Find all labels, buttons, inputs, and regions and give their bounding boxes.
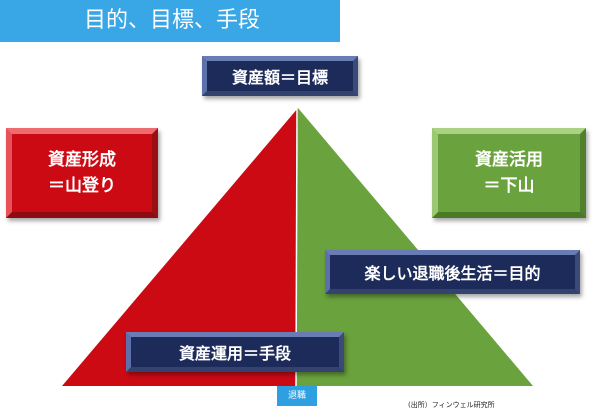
- asset-building-line1: 資産形成: [48, 150, 116, 170]
- asset-building-box: 資産形成 ＝山登り: [6, 128, 158, 218]
- source-note: (出所）フィンウェル研究所: [408, 401, 495, 409]
- asset-drawdown-line2: ＝下山: [483, 176, 535, 196]
- ascent-triangle: [62, 108, 298, 386]
- means-box: 資産運用＝手段: [126, 332, 344, 372]
- asset-drawdown-line1: 資産活用: [475, 150, 543, 170]
- goal-amount-label: 資産額＝目標: [231, 68, 328, 87]
- purpose-box: 楽しい退職後生活＝目的: [325, 250, 580, 294]
- page-title: 目的、目標、手段: [84, 8, 261, 33]
- asset-building-line2: ＝山登り: [48, 176, 116, 196]
- descent-triangle: [296, 108, 533, 386]
- title-banner: 目的、目標、手段: [0, 0, 340, 42]
- goal-amount-box: 資産額＝目標: [202, 56, 358, 96]
- retirement-tag: 退職: [277, 386, 317, 406]
- retirement-label: 退職: [287, 391, 306, 401]
- means-label: 資産運用＝手段: [178, 344, 291, 363]
- asset-drawdown-box: 資産活用 ＝下山: [432, 128, 586, 218]
- purpose-label: 楽しい退職後生活＝目的: [364, 264, 541, 283]
